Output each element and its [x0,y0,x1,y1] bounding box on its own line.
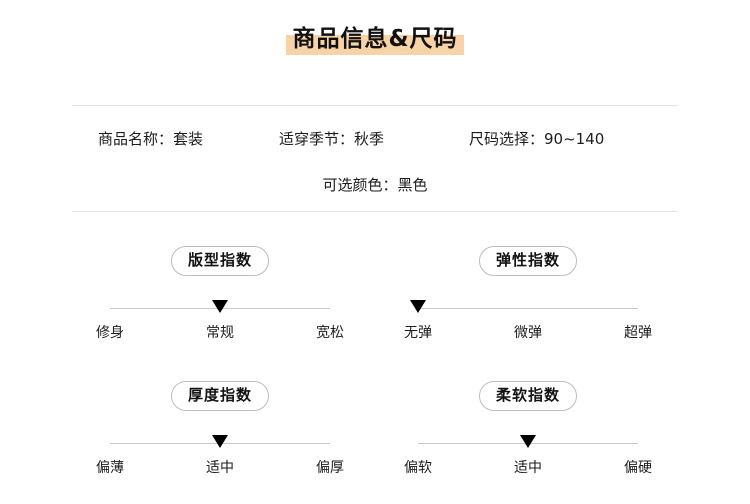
divider-top [72,105,678,106]
season-field: 适穿季节：秋季 [279,130,385,148]
index-title-wrap-thickness: 厚度指数 [70,381,370,411]
scale-label-elasticity-0: 无弹 [404,325,432,341]
index-title-softness: 柔软指数 [479,381,577,411]
index-scale-thickness [110,435,330,448]
scale-label-thickness-0: 偏薄 [96,460,124,476]
product-name-field: 商品名称：套装 [98,130,204,148]
index-block-thickness: 厚度指数 偏薄 适中 偏厚 [70,381,370,478]
page-title-container: 商品信息&尺码 [0,22,750,56]
index-title-elasticity: 弹性指数 [479,246,577,276]
scale-label-elasticity-1: 微弹 [514,325,542,341]
product-info-row-1: 商品名称：套装 适穿季节：秋季 尺码选择：90~140 [72,128,678,150]
index-title-wrap-fit: 版型指数 [70,246,370,276]
index-block-elasticity: 弹性指数 无弹 微弹 超弹 [378,246,678,343]
index-title-fit: 版型指数 [171,246,269,276]
index-title-wrap-softness: 柔软指数 [378,381,678,411]
index-title-thickness: 厚度指数 [171,381,269,411]
page-title-text: 商品信息&尺码 [292,26,458,52]
scale-label-fit-2: 宽松 [316,325,344,341]
scale-label-thickness-2: 偏厚 [316,460,344,476]
index-scale-labels-elasticity: 无弹 微弹 超弹 [404,323,652,343]
title-highlight-band [286,35,464,55]
scale-marker-triangle-icon-elasticity [410,300,426,313]
scale-label-fit-0: 修身 [96,325,124,341]
index-scale-labels-softness: 偏软 适中 偏硬 [404,458,652,478]
index-scale-labels-thickness: 偏薄 适中 偏厚 [96,458,344,478]
scale-label-softness-1: 适中 [514,460,542,476]
index-scale-elasticity [410,300,638,313]
scale-marker-triangle-icon-softness [520,435,536,448]
scale-label-thickness-1: 适中 [206,460,234,476]
index-scale-softness [418,435,638,448]
scale-label-softness-0: 偏软 [404,460,432,476]
index-scale-fit [110,300,330,313]
color-field: 可选颜色：黑色 [322,176,428,194]
divider-bottom [72,211,678,212]
scale-marker-triangle-icon-fit [212,300,228,313]
page-title: 商品信息&尺码 [286,22,464,56]
scale-label-softness-2: 偏硬 [624,460,652,476]
scale-marker-triangle-icon-thickness [212,435,228,448]
product-info-row-2: 可选颜色：黑色 [72,174,678,196]
scale-label-fit-1: 常规 [206,325,234,341]
size-range-field: 尺码选择：90~140 [469,130,605,148]
scale-label-elasticity-2: 超弹 [624,325,652,341]
index-block-softness: 柔软指数 偏软 适中 偏硬 [378,381,678,478]
index-title-wrap-elasticity: 弹性指数 [378,246,678,276]
index-scale-labels-fit: 修身 常规 宽松 [96,323,344,343]
index-block-fit: 版型指数 修身 常规 宽松 [70,246,370,343]
